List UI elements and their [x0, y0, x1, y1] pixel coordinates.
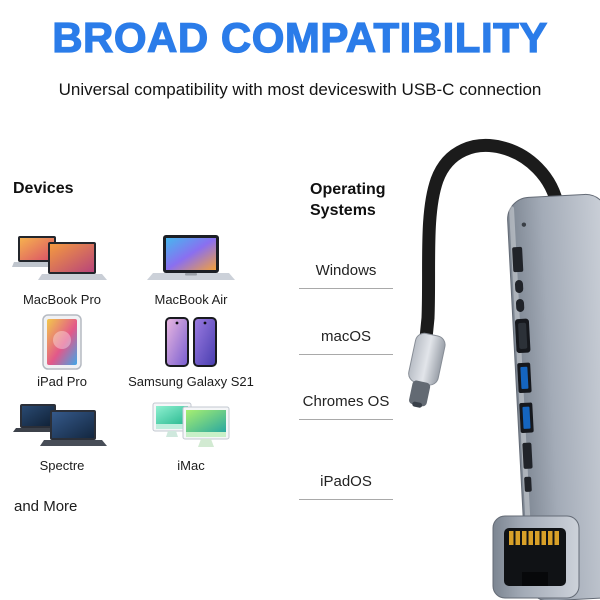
- os-item-windows: Windows: [299, 262, 393, 289]
- device-label: MacBook Air: [154, 292, 228, 307]
- usb-c-cable: [419, 139, 565, 345]
- device-samsung-galaxy-s21: Samsung Galaxy S21: [126, 314, 256, 389]
- usb-c-port-2: [515, 298, 525, 312]
- device-label: Samsung Galaxy S21: [128, 374, 254, 389]
- os-label: iPadOS: [320, 473, 372, 490]
- device-macbook-air: MacBook Air: [132, 232, 250, 307]
- usb-c-hub-photo: [375, 128, 600, 600]
- imac-image: [141, 398, 241, 454]
- device-ipad-pro: iPad Pro: [6, 314, 118, 389]
- devices-heading: Devices: [13, 180, 74, 197]
- device-label: iPad Pro: [37, 374, 87, 389]
- device-label: iMac: [177, 458, 205, 473]
- hub-body: [507, 193, 600, 600]
- device-label: MacBook Pro: [22, 292, 102, 307]
- usb-a-port-1: [517, 362, 532, 394]
- macbook-air-image: [141, 232, 241, 288]
- hdmi-port-small: [512, 246, 524, 273]
- subtitle: Universal compatibility with most device…: [58, 80, 542, 99]
- os-item-chromeos: Chromes OS: [299, 393, 393, 420]
- operating-systems-heading: Operating Systems: [310, 181, 386, 219]
- led-hole: [521, 222, 527, 227]
- os-label: macOS: [320, 328, 371, 345]
- ipad-pro-image: [12, 314, 112, 370]
- page-title: BROAD COMPATIBILITY: [52, 13, 548, 61]
- os-label: Chromes OS: [302, 393, 390, 410]
- ethernet-port: [492, 515, 580, 599]
- samsung-galaxy-s21-image: [141, 314, 241, 370]
- device-spectre: Spectre: [6, 398, 118, 473]
- tf-card-slot: [524, 476, 532, 492]
- spectre-image: [12, 398, 112, 454]
- device-label: Spectre: [39, 458, 85, 473]
- os-item-macos: macOS: [299, 328, 393, 355]
- usb-c-port-1: [514, 279, 524, 293]
- usb-a-port-2: [519, 402, 534, 433]
- and-more-label: and More: [14, 498, 78, 515]
- sd-card-slot: [522, 442, 533, 469]
- os-item-ipados: iPadOS: [299, 473, 393, 500]
- hdmi-port: [514, 318, 531, 354]
- device-imac: iMac: [132, 398, 250, 473]
- os-label: Windows: [315, 262, 377, 279]
- usb-c-connector: [408, 332, 446, 408]
- device-macbook-pro: MacBook Pro: [6, 232, 118, 307]
- macbook-pro-image: [12, 232, 112, 288]
